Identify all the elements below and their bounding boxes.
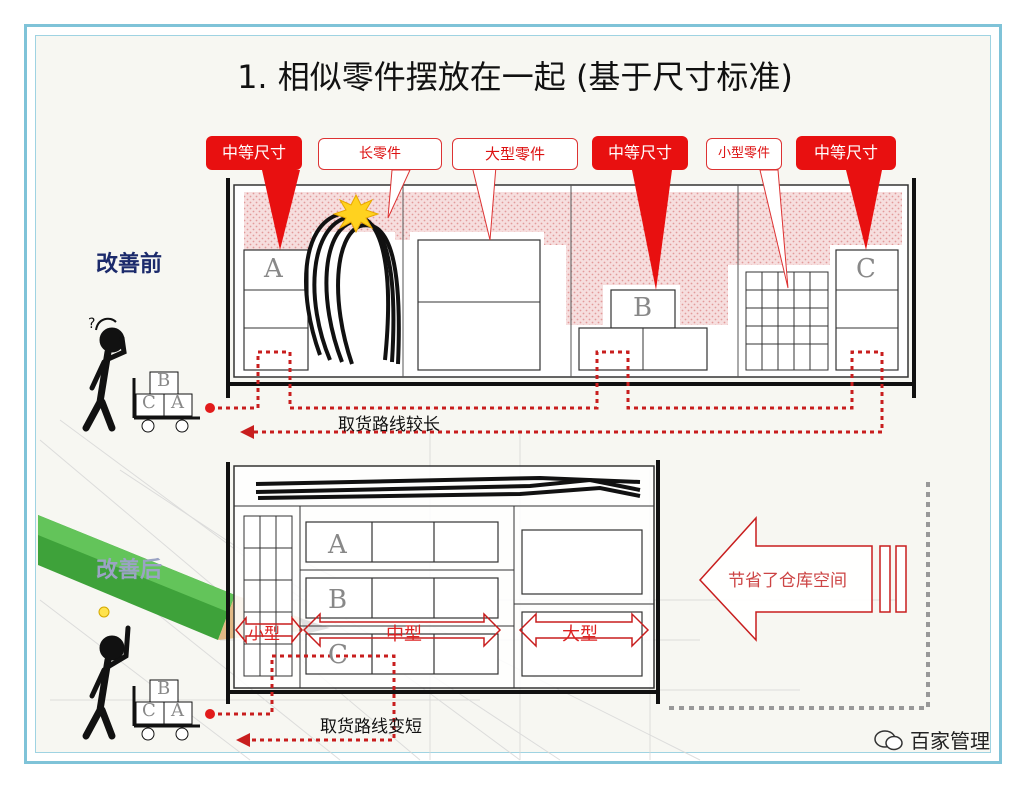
tag-small: 小型 [248, 624, 281, 643]
before-bin-c-letter: C [856, 254, 876, 284]
after-bin-a-letter: A [328, 530, 347, 560]
svg-text:?: ? [88, 316, 95, 332]
after-bin-b-letter: B [328, 585, 348, 615]
cart-after-top: B [157, 678, 171, 699]
cart-after [132, 679, 200, 741]
cart-before-top: B [157, 370, 171, 391]
brand-name: 百家管理 [910, 729, 990, 753]
before-bin-b-letter: B [633, 293, 653, 323]
cart-before-left: C [142, 392, 156, 413]
cart-after-left: C [142, 700, 156, 721]
collision-burst-icon [332, 193, 380, 234]
cart-before-right: A [171, 392, 184, 413]
after-long-parts [255, 475, 641, 500]
page-title: 1. 相似零件摆放在一起 (基于尺寸标准) [237, 58, 793, 96]
bin-a-stack [243, 249, 309, 371]
tag-large: 大型 [562, 624, 598, 645]
save-space-arrow [698, 516, 873, 642]
chat-bubbles-icon [874, 729, 903, 750]
before-pick-route [210, 350, 884, 434]
bin-b [610, 289, 676, 329]
after-pick-route [210, 654, 396, 742]
before-route-label: 取货路线较长 [338, 415, 440, 435]
after-large-box-top [521, 529, 643, 595]
callout-large-parts: 大型零件 [452, 138, 578, 170]
save-space-label: 节省了仓库空间 [728, 571, 847, 591]
brand-watermark: 百家管理 [874, 725, 990, 754]
callout-medium-size-2: 中等尺寸 [592, 136, 688, 170]
after-small-grid [243, 515, 293, 677]
tag-medium: 中型 [386, 624, 422, 645]
large-part-box [417, 239, 541, 371]
callout-medium-size-1: 中等尺寸 [206, 136, 302, 170]
after-bin-c-letter: C [328, 640, 348, 670]
size-zone-arrows [235, 612, 650, 648]
cart-before [132, 371, 200, 433]
callout-long-parts: 长零件 [318, 138, 442, 170]
idea-worker-icon [82, 606, 131, 740]
saved-space-outline [666, 482, 930, 710]
before-bin-a-letter: A [264, 254, 283, 284]
callout-medium-size-3: 中等尺寸 [796, 136, 896, 170]
after-medium-rows [305, 521, 499, 675]
cart-after-right: A [171, 700, 184, 721]
confused-worker-icon: ? [82, 316, 127, 432]
after-label: 改善后 [96, 557, 163, 583]
bin-c-stack [835, 249, 899, 371]
after-route-label: 取货路线变短 [320, 717, 422, 737]
callout-small-parts: 小型零件 [706, 138, 782, 170]
small-parts-grid [745, 271, 829, 371]
before-label: 改善前 [96, 251, 163, 277]
